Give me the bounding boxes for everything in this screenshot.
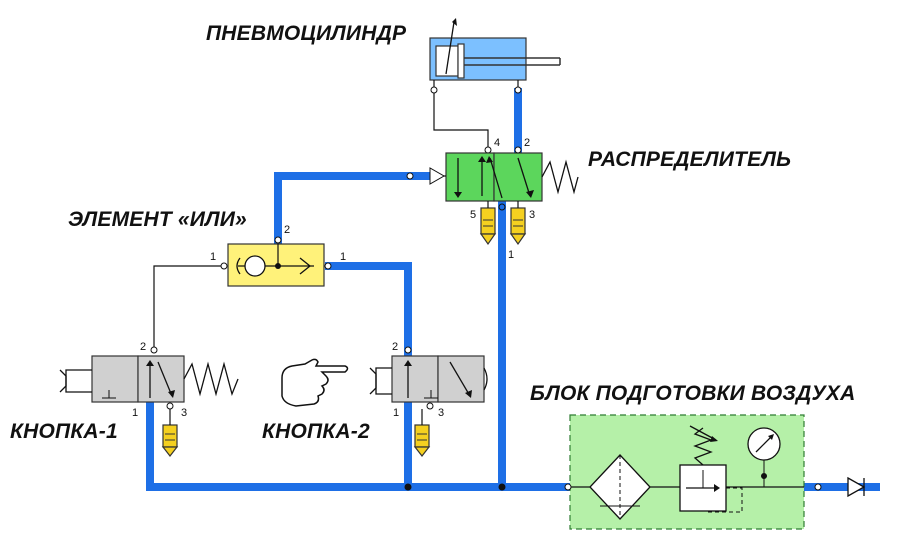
or-port-1-right: 1 <box>340 251 346 263</box>
label-button2: КНОПКА-2 <box>262 420 370 443</box>
hand-pointer-icon <box>281 358 349 407</box>
dist-port-1: 1 <box>508 249 514 261</box>
pneumatic-cylinder <box>429 18 561 94</box>
button2-valve: 2 1 3 <box>369 341 488 457</box>
b2-port-1: 1 <box>393 407 399 419</box>
regulator-icon <box>679 425 743 513</box>
dist-port-3: 3 <box>529 209 535 221</box>
or-port-2: 2 <box>284 224 290 236</box>
b2-port-2: 2 <box>392 341 398 353</box>
filter-icon <box>589 454 651 520</box>
label-button1: КНОПКА-1 <box>10 420 118 443</box>
air-preparation-unit <box>564 414 822 530</box>
label-or-element: ЭЛЕМЕНТ «ИЛИ» <box>68 208 247 231</box>
spring-icon <box>693 427 713 466</box>
label-cylinder: ПНЕВМОЦИЛИНДР <box>206 22 407 45</box>
or-port-1-left: 1 <box>210 251 216 263</box>
b1-port-2: 2 <box>140 341 146 353</box>
b2-port-3: 3 <box>438 407 444 419</box>
spring-icon <box>541 159 579 195</box>
button1-valve: 2 1 3 <box>59 341 239 457</box>
air-source <box>847 476 866 498</box>
label-air-unit: БЛОК ПОДГОТОВКИ ВОЗДУХА <box>530 382 856 405</box>
dist-port-2: 2 <box>524 137 530 149</box>
dist-port-5: 5 <box>470 209 476 221</box>
silencer-icon <box>161 424 179 457</box>
silencer-icon <box>413 424 431 457</box>
dist-port-4: 4 <box>494 137 500 149</box>
silencer-icon <box>509 207 527 246</box>
distributor-valve: 5 3 1 4 2 <box>406 137 579 261</box>
spring-icon <box>183 361 239 397</box>
or-element: 1 2 1 <box>210 224 346 287</box>
b1-port-3: 3 <box>181 407 187 419</box>
label-distributor: РАСПРЕДЕЛИТЕЛЬ <box>588 148 792 171</box>
pressure-gauge-icon <box>747 427 781 487</box>
silencer-icon <box>479 207 497 246</box>
b1-port-1: 1 <box>132 407 138 419</box>
